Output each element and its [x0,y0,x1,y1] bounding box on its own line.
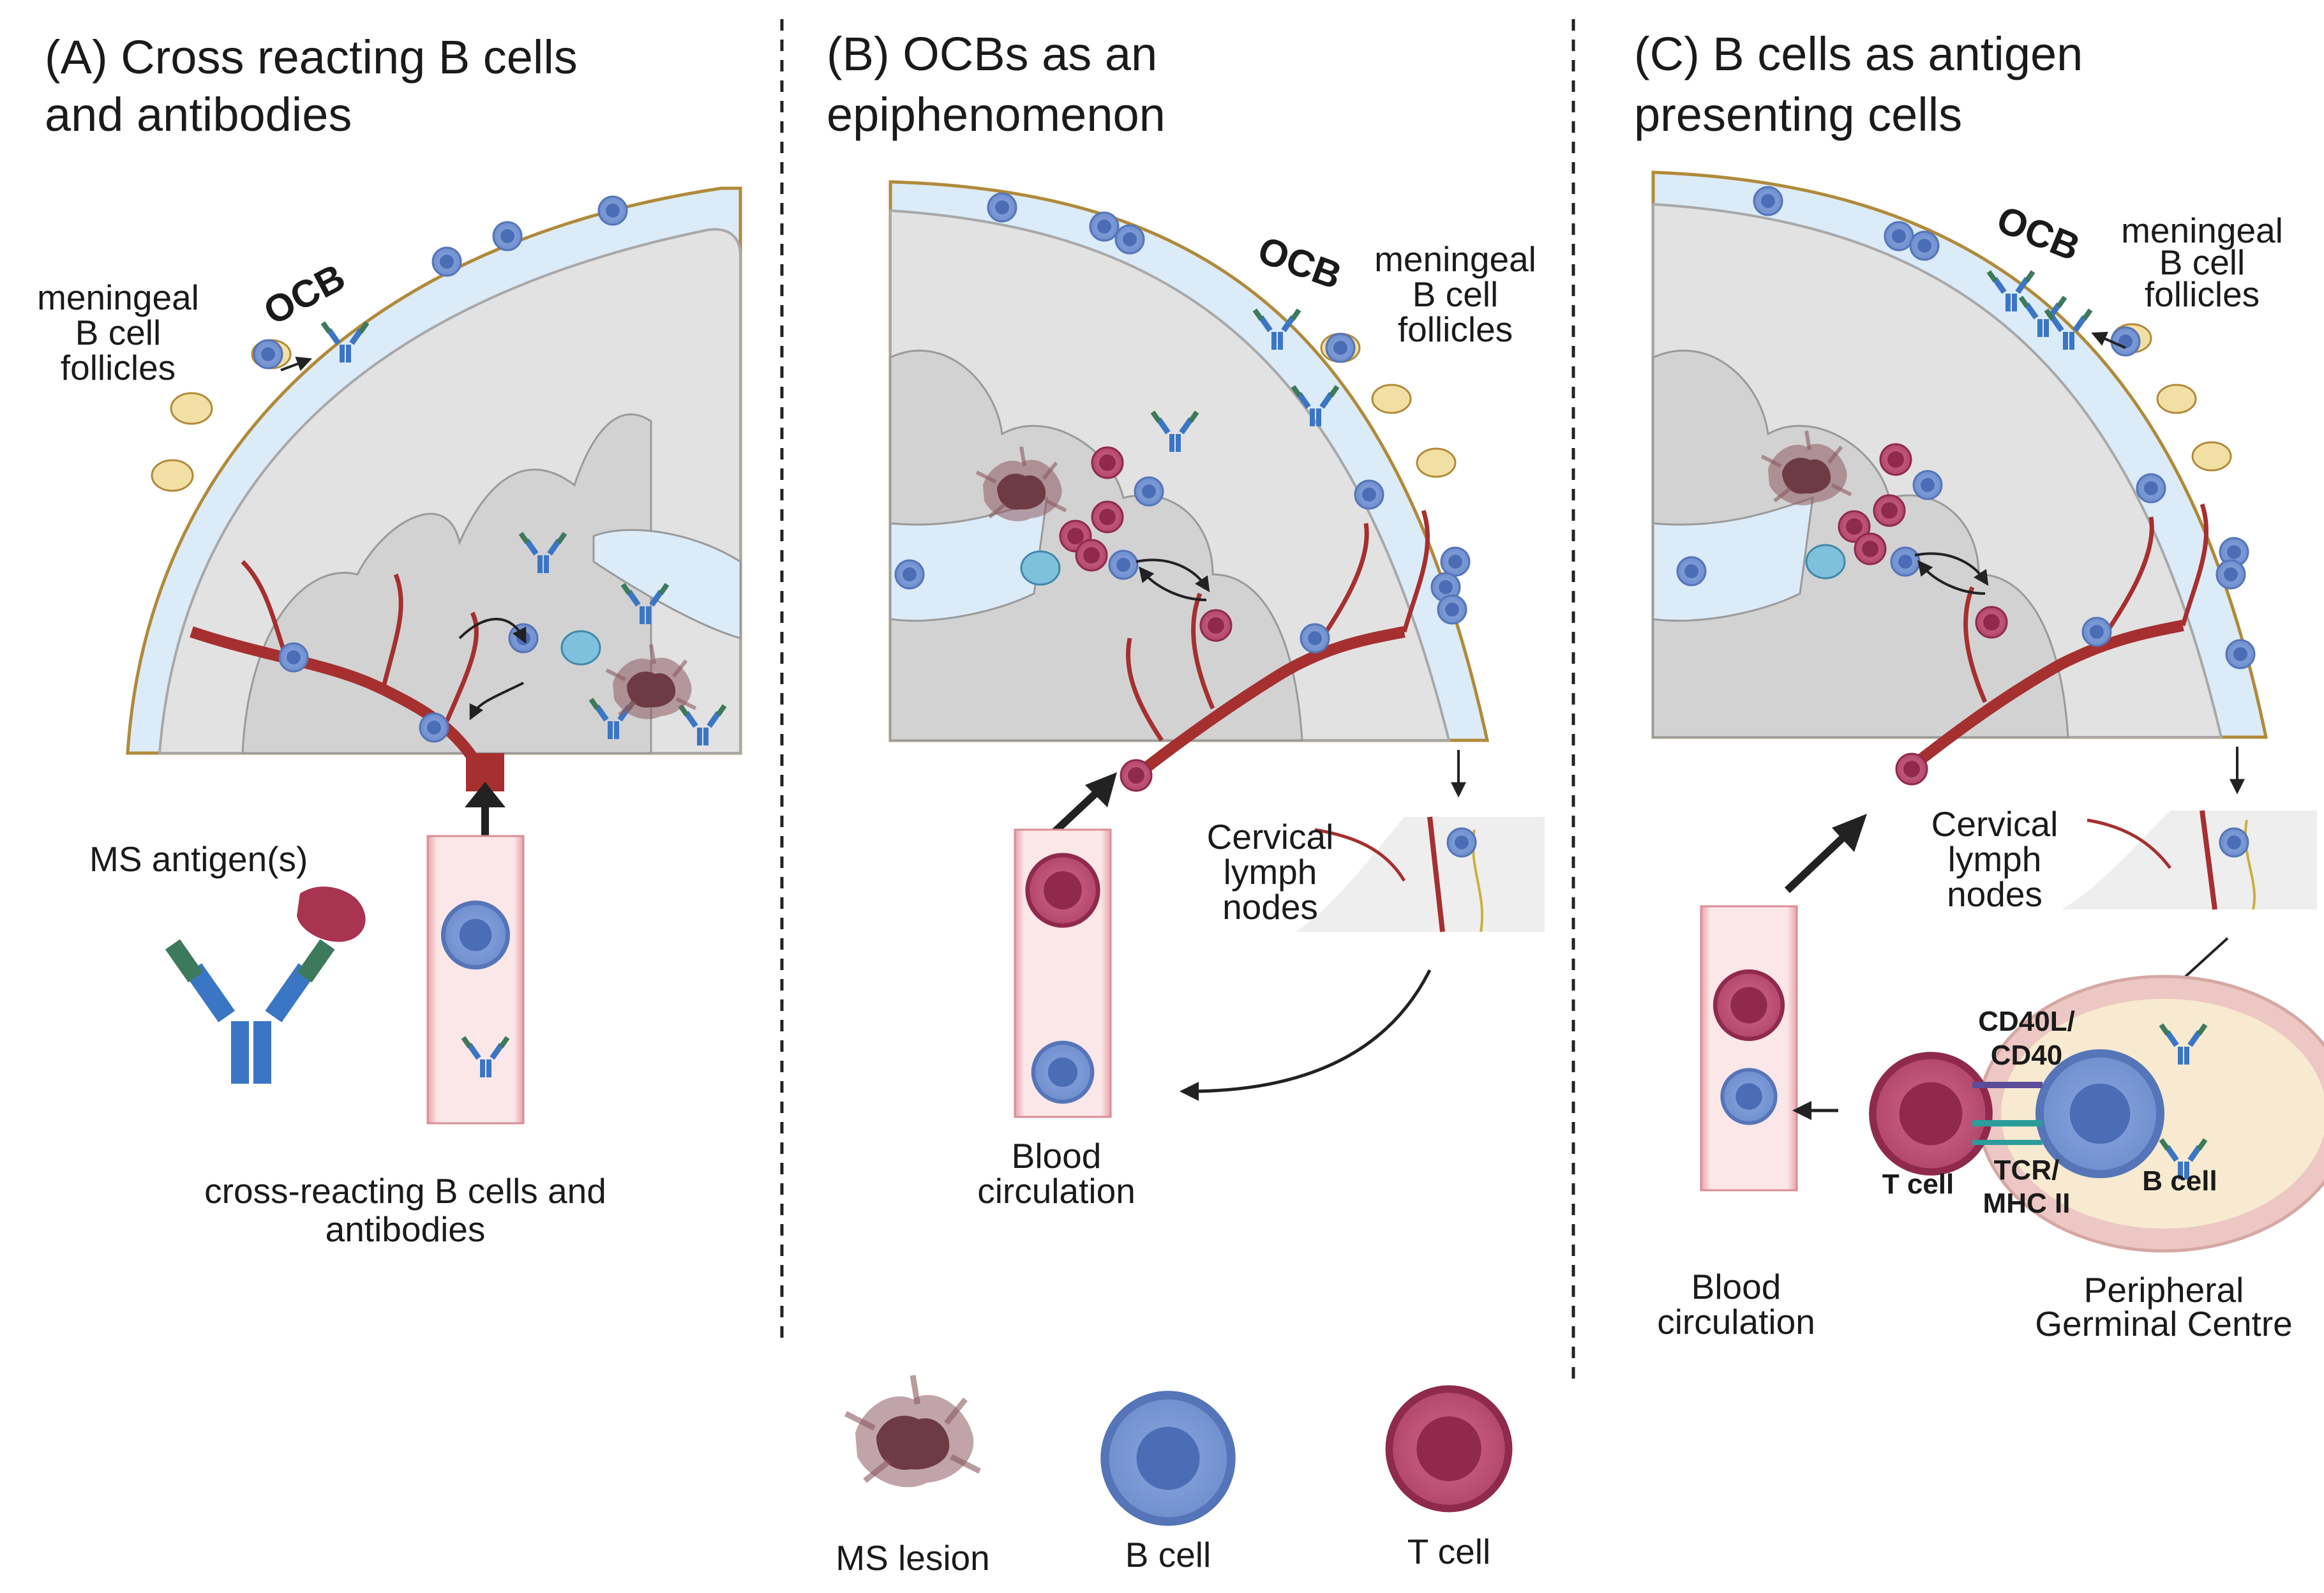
panel-c-follicles-line1: meningeal [2121,211,2283,250]
panel-c-up-arrow [1784,833,1848,894]
panel-a-ocb-label: OCB [257,255,352,333]
panel-c-title-line1: (C) B cells as antigen [1634,27,2083,80]
panel-c-blood-line2: circulation [1657,1302,1815,1342]
panel-b-follicles-line2: B cell [1413,274,1499,314]
panel-b-title-line1: (B) OCBs as an [827,27,1157,80]
panel-b-lymph-line3: nodes [1222,887,1318,927]
panel-c-cd40-line1: CD40L/ [1978,1006,2075,1037]
panel-c-lymph-line3: nodes [1947,874,2043,914]
panel-c-title-line2: presenting cells [1634,88,1962,141]
panel-c-lymph-line1: Cervical [1931,804,2058,844]
panel-c-tcr-line2: MHC II [1983,1188,2071,1219]
panel-b-lymph-node-inset [1296,816,1545,932]
panel-a-caption-line2: antibodies [326,1209,486,1249]
panel-b-up-arrow [1047,788,1101,839]
panel-b-title-line2: epiphenomenon [827,88,1166,141]
legend-tcell-label: T cell [1407,1532,1490,1571]
panel-a-follicles-line2: B cell [75,313,161,352]
panel-b-brain [888,180,1490,792]
panel-a-title-line1: (A) Cross reacting B cells [45,31,578,84]
panel-a-antigen-label: MS antigen(s) [89,839,308,879]
panel-a-follicles-line3: follicles [61,348,176,387]
panel-b-blood-line1: Blood [1012,1136,1102,1176]
panel-b: (B) OCBs as an epiphenomenon [827,27,1545,1211]
panel-c-lymph-line2: lymph [1948,839,2042,879]
panel-a-antibody [165,939,335,1084]
panel-c-ocb-label: OCB [1991,197,2086,269]
panel-a: (A) Cross reacting B cells and antibodie… [37,31,742,1249]
legend-bcell-icon [1105,1395,1231,1522]
panel-b-blood-line2: circulation [977,1171,1136,1211]
legend-lesion-label: MS lesion [836,1538,989,1578]
panel-a-follicles-line1: meningeal [37,278,199,317]
panel-b-follicles-line3: follicles [1398,310,1513,349]
panel-c-bcell-label: B cell [2142,1165,2217,1197]
panel-c-germinal-centre [1873,975,2324,1253]
legend-lesion-icon [846,1375,980,1487]
panel-c-tcr-line1: TCR/ [1994,1155,2060,1186]
panel-b-blood-vessel [1014,828,1112,1118]
panel-c-germinal-line2: Germinal Centre [2035,1304,2292,1343]
panel-c-blood-vessel [1700,905,1798,1192]
legend-tcell-icon [1389,1389,1508,1508]
panel-c-germinal-line1: Peripheral [2084,1270,2244,1310]
panel-c-blood-line1: Blood [1691,1267,1781,1306]
panel-c-cd40-line2: CD40 [1991,1040,2063,1071]
panel-a-antigen-blob [297,886,366,942]
panel-b-follicles-line1: meningeal [1374,239,1536,279]
panel-c-tcell-label: T cell [1882,1169,1954,1200]
legend: MS lesion B cell T cell [836,1375,1508,1578]
panel-b-lymph-line1: Cervical [1207,817,1334,856]
panel-c-lymph-node-inset [2062,810,2317,910]
panel-b-return-arrow [1180,969,1432,1101]
panel-b-lymph-line2: lymph [1224,852,1317,892]
panel-a-caption-line1: cross-reacting B cells and [204,1171,606,1211]
panel-c: (C) B cells as antigen presenting cells [1634,27,2324,1343]
legend-bcell-label: B cell [1125,1535,1211,1574]
panel-c-follicles-line2: B cell [2159,243,2245,282]
panel-a-title-line2: and antibodies [45,88,352,141]
panel-c-brain [1651,170,2268,786]
panel-c-follicles-line3: follicles [2145,274,2260,314]
panel-a-blood-vessel [426,835,525,1125]
panel-a-brain [126,186,742,791]
panel-b-ocb-label: OCB [1252,228,1347,298]
